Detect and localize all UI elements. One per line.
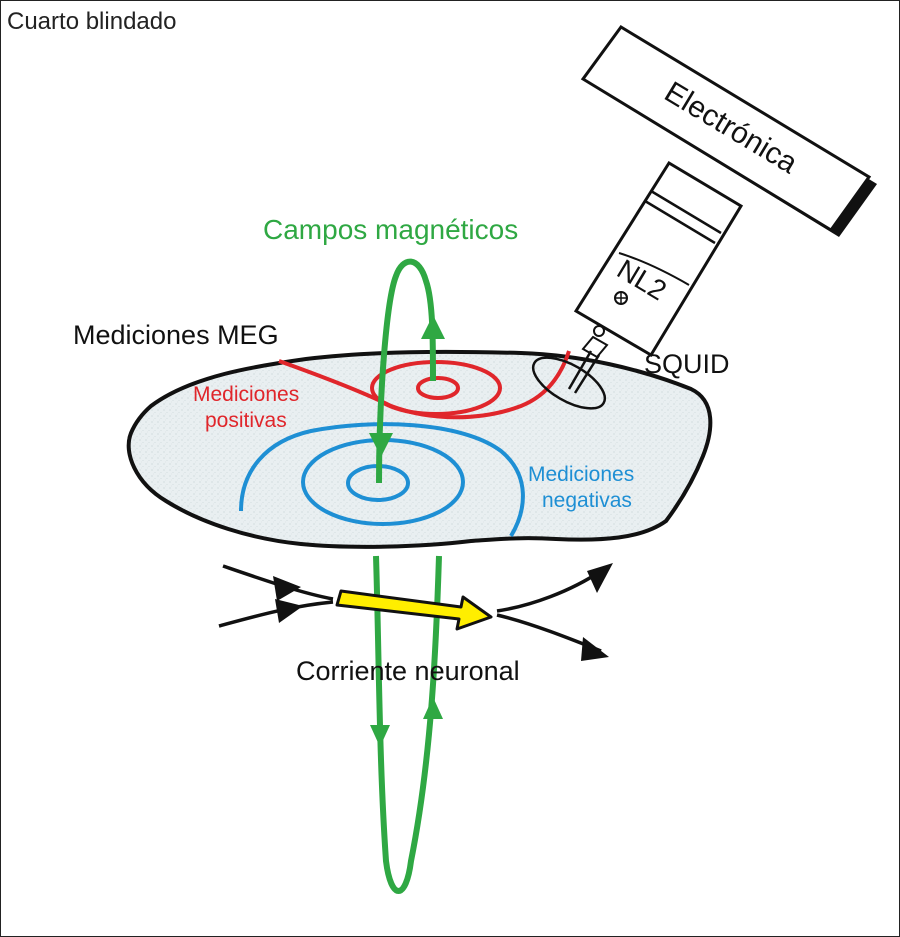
- field-arrow-up-icon: [421, 315, 445, 339]
- arrow-in-bottom-icon: [275, 599, 303, 623]
- arrow-out-bottom-icon: [581, 637, 609, 661]
- arrow-in-top-icon: [273, 576, 301, 601]
- neuronal-current-arrow-icon: [335, 589, 493, 631]
- negative-label-line1: Mediciones: [528, 463, 634, 486]
- squid-label: SQUID: [644, 349, 730, 379]
- dewar-tube: NL2: [573, 160, 744, 359]
- positive-label-line2: positivas: [205, 409, 287, 432]
- field-arrow-down-lower-icon: [370, 725, 390, 747]
- squid-coil: [531, 350, 607, 410]
- positive-label-line1: Mediciones: [193, 383, 299, 406]
- field-arrow-up-lower-icon: [423, 697, 443, 719]
- meg-measurements-label: Mediciones MEG: [73, 320, 279, 350]
- arrow-out-top-icon: [587, 563, 613, 593]
- current-flow-arrowheads: [273, 563, 613, 661]
- field-arrow-down-icon: [369, 433, 393, 457]
- negative-label-line2: negativas: [542, 489, 632, 512]
- neuronal-current-label: Corriente neuronal: [296, 656, 520, 686]
- room-label: Cuarto blindado: [7, 8, 176, 35]
- magnetic-fields-label: Campos magnéticos: [263, 214, 518, 245]
- field-arrowheads: [369, 315, 445, 747]
